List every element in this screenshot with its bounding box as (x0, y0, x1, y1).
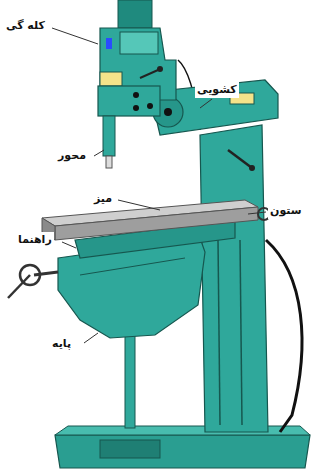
lever-knob (157, 66, 163, 72)
part-label: کله گی (4, 18, 47, 34)
crank-shaft (34, 272, 58, 275)
leader-line (62, 242, 76, 248)
leader-line (248, 212, 266, 214)
table-front (55, 207, 258, 240)
quill (103, 116, 115, 156)
leader-line (94, 150, 104, 156)
part-label: محور (56, 148, 88, 164)
part-label: ستون (268, 203, 304, 219)
motor (118, 0, 152, 28)
base-top (55, 426, 310, 435)
crank-handle (8, 275, 30, 298)
cable (266, 240, 302, 432)
leader-line (118, 200, 160, 210)
bolt (147, 103, 153, 109)
bolt (164, 108, 172, 116)
bolt (133, 92, 139, 98)
leader-line (52, 28, 98, 44)
part-label: راهنما (16, 232, 54, 248)
leader-line (84, 333, 98, 343)
part-label: میز (92, 191, 114, 207)
base-slot (100, 440, 160, 458)
elevating-screw (125, 330, 135, 428)
part-label: پایه (50, 336, 73, 352)
spindle-housing (100, 72, 122, 86)
part-label: کشویی (195, 82, 239, 98)
base (55, 435, 310, 468)
column (200, 125, 268, 432)
column-way (240, 240, 242, 425)
cutter (106, 156, 112, 168)
leader-line (200, 99, 212, 108)
head-panel (120, 32, 158, 54)
bolt (133, 105, 139, 111)
feed-lever (140, 70, 158, 78)
column-way (218, 240, 220, 425)
column-lever (228, 150, 252, 168)
indicator (106, 38, 112, 49)
knee-edge (80, 258, 185, 275)
head-lower (98, 86, 160, 116)
lever-knob (249, 165, 255, 171)
leader-lines (52, 28, 266, 343)
